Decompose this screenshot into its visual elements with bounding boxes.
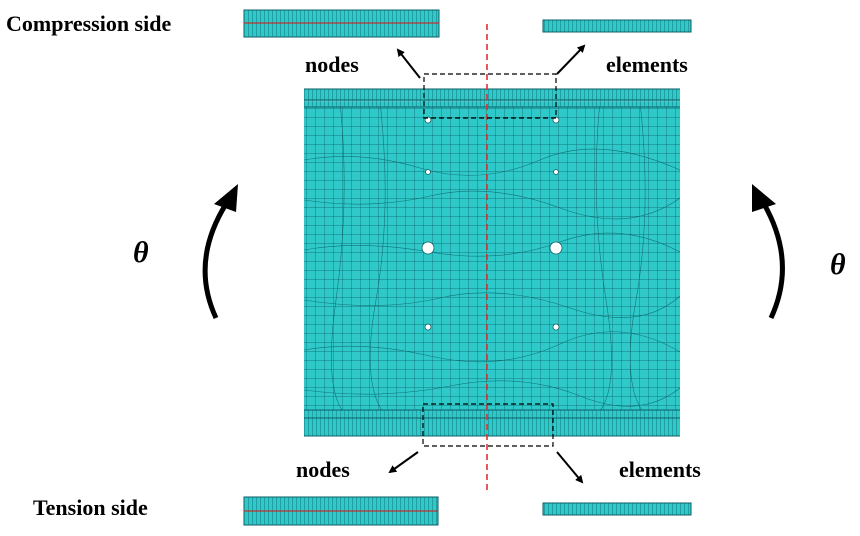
compression-side-label: Compression side: [6, 11, 171, 36]
theta-left-label: θ: [133, 236, 149, 269]
arrow-nodes-top: [396, 48, 421, 79]
rotation-arrow-right: [752, 184, 785, 320]
nodes-bottom-label: nodes: [296, 457, 350, 482]
bottom-left-strip: [243, 496, 439, 526]
arrow-nodes-bottom: [388, 451, 419, 474]
top-detail-box: [423, 73, 557, 119]
rotation-arrow-left: [202, 184, 238, 320]
theta-right-label: θ: [830, 248, 846, 281]
elements-bottom-label: elements: [619, 457, 701, 482]
bottom-right-strip: [542, 502, 692, 516]
bottom-detail-box: [422, 403, 554, 447]
top-flange: [304, 88, 680, 108]
top-right-strip: [542, 19, 692, 33]
tension-side-label: Tension side: [33, 495, 148, 520]
arrow-elements-bottom: [556, 451, 584, 484]
nodes-top-label: nodes: [305, 52, 359, 77]
elements-top-label: elements: [606, 52, 688, 77]
top-left-strip: [243, 9, 440, 38]
arrow-elements-top: [556, 44, 586, 75]
mesh-body: [303, 101, 681, 419]
bottom-flange: [304, 409, 680, 437]
